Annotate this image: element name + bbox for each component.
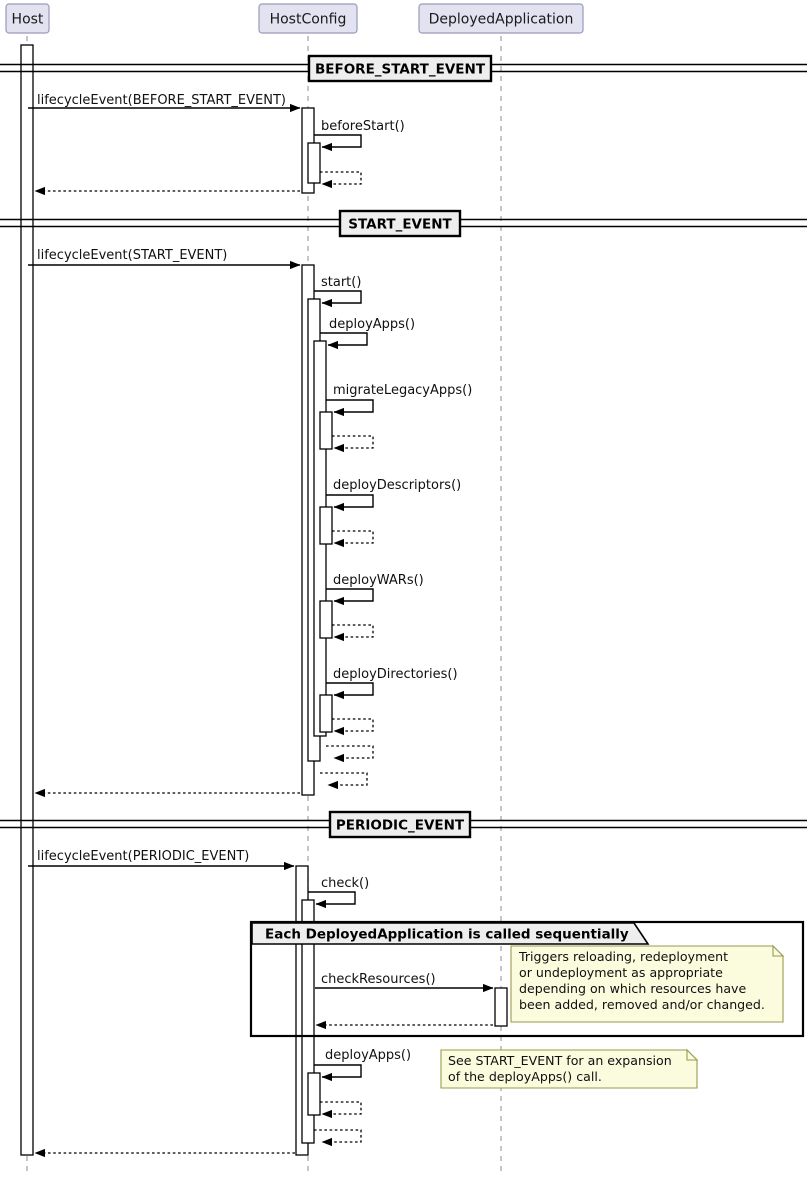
message-arrow-deploywars — [326, 588, 374, 606]
message-return-deployapps — [326, 745, 374, 763]
divider-start-event: START_EVENT — [0, 209, 807, 238]
note-deploy-apps-line-1: See START_EVENT for an expansion — [448, 1053, 672, 1068]
message-arrow-deployapps — [320, 332, 368, 350]
lifelines-layer — [26, 36, 502, 1172]
participants-layer: Host HostConfig DeployedApplication — [5, 3, 584, 34]
group-each-deployedapplication: Each DeployedApplication is called seque… — [249, 920, 805, 1038]
message-return-check — [314, 1129, 362, 1147]
message-return-deploywars — [332, 624, 374, 642]
divider-periodic-event: PERIODIC_EVENT — [0, 810, 807, 839]
participant-deployedapplication-box[interactable] — [418, 3, 584, 34]
message-label-lifecycle-periodic: lifecycleEvent(PERIODIC_EVENT) — [37, 849, 249, 864]
message-label-lifecycle-start: lifecycleEvent(START_EVENT) — [37, 248, 227, 263]
message-return-start-self — [320, 772, 368, 790]
divider-before-start-event: BEFORE_START_EVENT — [0, 54, 807, 83]
note-check-resources-line-2: or undeployment as appropriate — [519, 965, 723, 980]
message-arrow-deploydirectories — [326, 682, 374, 700]
divider-start-label: START_EVENT — [348, 217, 452, 233]
message-label-periodic-deployapps: deployApps() — [325, 1048, 411, 1063]
note-deploy-apps-line-2: of the deployApps() call. — [448, 1069, 602, 1084]
message-label-deploywars: deployWARs() — [333, 573, 424, 588]
message-return-deploydescriptors — [332, 530, 374, 548]
message-label-checkresources: checkResources() — [321, 972, 436, 987]
group-label-each-deployedapplication: Each DeployedApplication is called seque… — [265, 927, 629, 943]
message-arrow-before-start — [314, 134, 362, 152]
note-deploy-apps: See START_EVENT for an expansion of the … — [440, 1048, 699, 1089]
section-periodic-event: lifecycleEvent(PERIODIC_EVENT) check() E… — [28, 849, 805, 1158]
participant-hostconfig[interactable]: HostConfig — [258, 3, 358, 34]
divider-before-start-label: BEFORE_START_EVENT — [315, 62, 486, 78]
message-return-before-start-self — [320, 171, 362, 189]
participant-host[interactable]: Host — [5, 3, 50, 34]
message-return-migratelegacyapps — [332, 435, 374, 453]
note-check-resources-line-3: depending on which resources have — [519, 981, 747, 996]
participant-host-box[interactable] — [5, 3, 50, 34]
activation-hostconfig-migrate — [319, 411, 333, 450]
note-check-resources-line-4: been added, removed and/or changed. — [519, 997, 765, 1012]
message-label-deploydirectories: deployDirectories() — [333, 667, 458, 682]
activation-hostconfig-wars — [319, 600, 333, 639]
message-label-check: check() — [321, 876, 369, 891]
divider-periodic-label: PERIODIC_EVENT — [336, 818, 465, 834]
message-return-periodic-deployapps — [320, 1101, 362, 1119]
message-label-lifecycle-before-start: lifecycleEvent(BEFORE_START_EVENT) — [37, 93, 286, 108]
message-arrow-migratelegacyapps — [326, 399, 374, 417]
activation-hostconfig-periodic-deployapps — [307, 1072, 321, 1116]
note-check-resources-line-1: Triggers reloading, redeployment — [518, 949, 728, 964]
message-arrow-deploydescriptors — [326, 494, 374, 512]
activation-deployedapplication-checkresources — [494, 987, 508, 1027]
participant-deployedapplication[interactable]: DeployedApplication — [418, 3, 584, 34]
message-label-deployapps: deployApps() — [329, 317, 415, 332]
participant-host-label: Host — [12, 12, 44, 28]
participant-hostconfig-box[interactable] — [258, 3, 358, 34]
participant-hostconfig-label: HostConfig — [270, 12, 347, 28]
note-check-resources: Triggers reloading, redeployment or unde… — [510, 944, 785, 1023]
activation-hostconfig-beforestart-self — [307, 142, 321, 184]
section-start-event: lifecycleEvent(START_EVENT) start() depl… — [28, 248, 472, 798]
message-label-migratelegacyapps: migrateLegacyApps() — [333, 383, 472, 398]
activation-host-main — [20, 44, 34, 1156]
message-label-start: start() — [321, 275, 361, 290]
message-arrow-check — [308, 891, 356, 909]
section-before-start-event: lifecycleEvent(BEFORE_START_EVENT) befor… — [28, 93, 405, 196]
message-label-deploydescriptors: deployDescriptors() — [333, 478, 461, 493]
activation-hostconfig-descriptors — [319, 506, 333, 545]
activation-hostconfig-directories — [319, 694, 333, 733]
message-arrow-periodic-deployapps — [314, 1064, 362, 1082]
message-return-deploydirectories — [332, 718, 374, 736]
message-label-before-start: beforeStart() — [321, 119, 405, 134]
message-arrow-start — [314, 290, 362, 308]
participant-deployedapplication-label: DeployedApplication — [429, 12, 574, 28]
